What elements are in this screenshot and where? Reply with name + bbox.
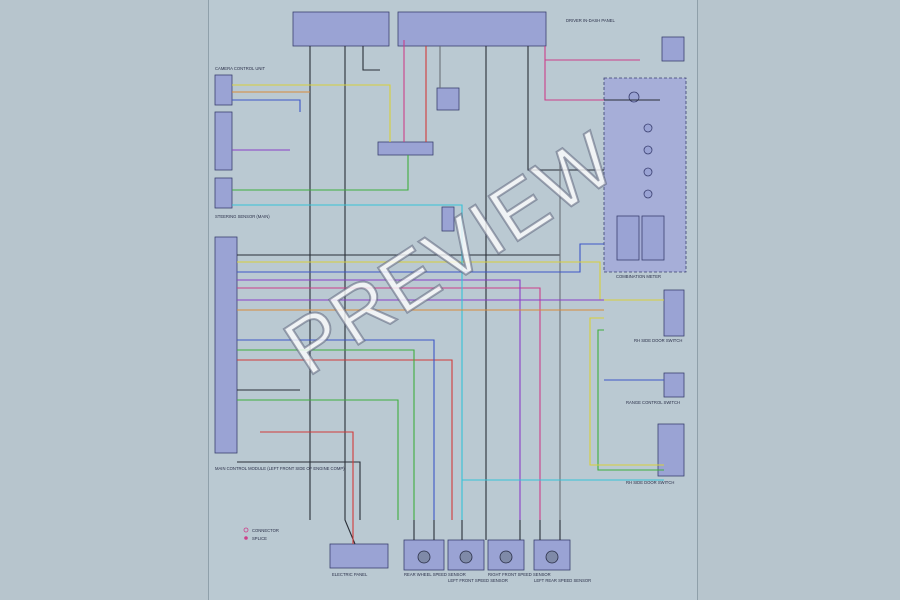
wire-green-4 bbox=[597, 329, 664, 471]
label-combination-meter: COMBINATION METER bbox=[616, 274, 661, 279]
wire-red-3 bbox=[260, 431, 354, 544]
sensor-coil-2 bbox=[459, 550, 473, 564]
meter-cpu-block bbox=[641, 215, 665, 261]
wire-pink-4 bbox=[237, 287, 541, 520]
wire-black-8 bbox=[237, 461, 361, 520]
steering-sensor-lower bbox=[214, 177, 233, 209]
label-camera-control-unit: CAMERA CONTROL UNIT bbox=[215, 66, 266, 71]
label-electric-panel: ELECTRIC PANEL bbox=[332, 572, 368, 577]
meter-driver-block bbox=[616, 215, 640, 261]
meter-gauge-2 bbox=[643, 123, 653, 133]
wire-black-2 bbox=[344, 46, 356, 545]
wire-yellow-1 bbox=[232, 84, 391, 142]
steering-sensor bbox=[214, 111, 233, 171]
wire-green-1 bbox=[232, 155, 409, 191]
label-steering-sensor: STEERING SENSOR (MAIN) bbox=[215, 214, 270, 219]
connector-block bbox=[377, 141, 434, 156]
meter-gauge-4 bbox=[643, 167, 653, 177]
ignition-box bbox=[661, 36, 685, 62]
wire-yellow-3 bbox=[589, 317, 664, 466]
label-range-control-switch: RANGE CONTROL SWITCH bbox=[626, 400, 680, 405]
wire-black-5 bbox=[527, 46, 604, 171]
label-sensor-1: REAR WHEEL SPEED SENSOR bbox=[404, 572, 466, 577]
wire-red-2 bbox=[237, 359, 453, 520]
range-control-switch bbox=[663, 372, 685, 398]
relay-box bbox=[436, 87, 460, 111]
wire-pink-2 bbox=[544, 46, 604, 101]
label-rh-side-door-switch: RH SIDE DOOR SWITCH bbox=[634, 338, 682, 343]
camera-control-unit bbox=[214, 74, 233, 106]
wire-yellow-2 bbox=[237, 261, 664, 301]
label-rh-side-door-switch-2: RH SIDE DOOR SWITCH bbox=[626, 480, 674, 485]
sensor-box-mid bbox=[441, 206, 455, 232]
electric-panel bbox=[329, 543, 389, 569]
legend-splice-icon bbox=[244, 536, 248, 540]
wire-blue-1 bbox=[237, 339, 435, 520]
label-sensor-4: LEFT REAR SPEED SENSOR bbox=[534, 578, 591, 583]
legend-splice-label: SPLICE bbox=[252, 536, 267, 541]
legend-connector-icon bbox=[243, 527, 249, 533]
wire-blue-3 bbox=[232, 99, 301, 112]
wire-green-3 bbox=[237, 399, 399, 520]
sensor-coil-1 bbox=[417, 550, 431, 564]
wire-cyan-1 bbox=[232, 204, 463, 520]
wire-violet-1 bbox=[237, 279, 521, 520]
rh-side-door-switch-2 bbox=[657, 423, 685, 477]
label-main-control-module: MAIN CONTROL MODULE (LEFT FRONT SIDE OF … bbox=[215, 466, 345, 471]
label-sensor-2: LEFT FRONT SPEED SENSOR bbox=[448, 578, 508, 583]
meter-gauge-5 bbox=[643, 189, 653, 199]
fuse-box-right bbox=[397, 11, 547, 47]
wire-black-3 bbox=[362, 46, 380, 71]
label-driver-in-dash-panel: DRIVER IN-DASH PANEL bbox=[566, 18, 615, 23]
sensor-coil-4 bbox=[545, 550, 559, 564]
sensor-coil-3 bbox=[499, 550, 513, 564]
legend-connector-label: CONNECTOR bbox=[252, 528, 279, 533]
main-control-module bbox=[214, 236, 238, 454]
label-sensor-3: RIGHT FRONT SPEED SENSOR bbox=[488, 572, 551, 577]
wire-blue-2 bbox=[237, 243, 604, 273]
wire-green-2 bbox=[237, 349, 415, 520]
meter-gauge-3 bbox=[643, 145, 653, 155]
fuse-box-left bbox=[292, 11, 390, 47]
rh-side-door-switch bbox=[663, 289, 685, 337]
